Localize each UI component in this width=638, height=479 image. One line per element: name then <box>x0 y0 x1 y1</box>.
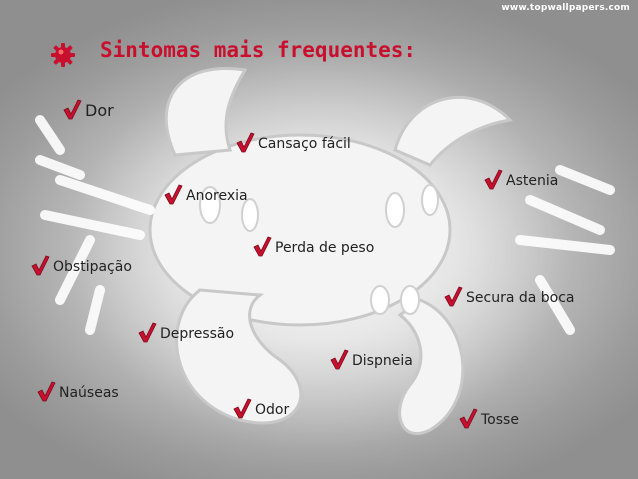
symptom-dispneia: Dispneia <box>329 348 413 370</box>
symptom-odor: Odor <box>232 397 289 419</box>
symptom-label: Odor <box>255 402 290 418</box>
symptom-cansaco-facil: Cansaço fácil <box>235 131 351 153</box>
red-checkmark-icon <box>330 349 349 370</box>
symptom-secura-da-boca: Secura da boca <box>443 285 575 307</box>
red-checkmark-icon <box>164 184 183 205</box>
symptom-label: Naúseas <box>59 385 119 401</box>
page-title: Sintomas mais frequentes: <box>100 38 417 62</box>
symptom-label: Obstipação <box>53 259 132 275</box>
symptom-nauseas: Naúseas <box>36 380 119 402</box>
red-checkmark-icon <box>459 408 478 429</box>
red-checkmark-icon <box>37 381 56 402</box>
watermark: www.topwallpapers.com <box>501 3 630 13</box>
symptom-tosse: Tosse <box>458 407 519 429</box>
red-checkmark-icon <box>233 398 252 419</box>
symptom-anorexia: Anorexia <box>163 183 248 205</box>
symptom-label: Dispneia <box>352 353 413 369</box>
red-checkmark-icon <box>31 255 50 276</box>
symptom-label: Depressão <box>160 326 235 342</box>
symptom-perda-de-peso: Perda de peso <box>252 235 374 257</box>
red-gear-icon <box>51 43 75 67</box>
symptom-depressao: Depressão <box>137 321 234 343</box>
red-checkmark-icon <box>444 286 463 307</box>
symptom-dor: Dor <box>62 98 114 120</box>
symptom-astenia: Astenia <box>483 168 558 190</box>
symptom-label: Secura da boca <box>466 290 575 306</box>
red-checkmark-icon <box>63 99 82 120</box>
red-checkmark-icon <box>484 169 503 190</box>
symptom-label: Cansaço fácil <box>258 136 351 152</box>
symptom-label: Astenia <box>506 173 559 189</box>
red-checkmark-icon <box>138 322 157 343</box>
symptom-label: Anorexia <box>186 188 248 204</box>
red-checkmark-icon <box>236 132 255 153</box>
red-checkmark-icon <box>253 236 272 257</box>
symptom-obstipacao: Obstipação <box>30 254 132 276</box>
symptom-label: Tosse <box>481 412 519 428</box>
symptom-label: Perda de peso <box>275 240 375 256</box>
symptom-label: Dor <box>85 101 114 120</box>
